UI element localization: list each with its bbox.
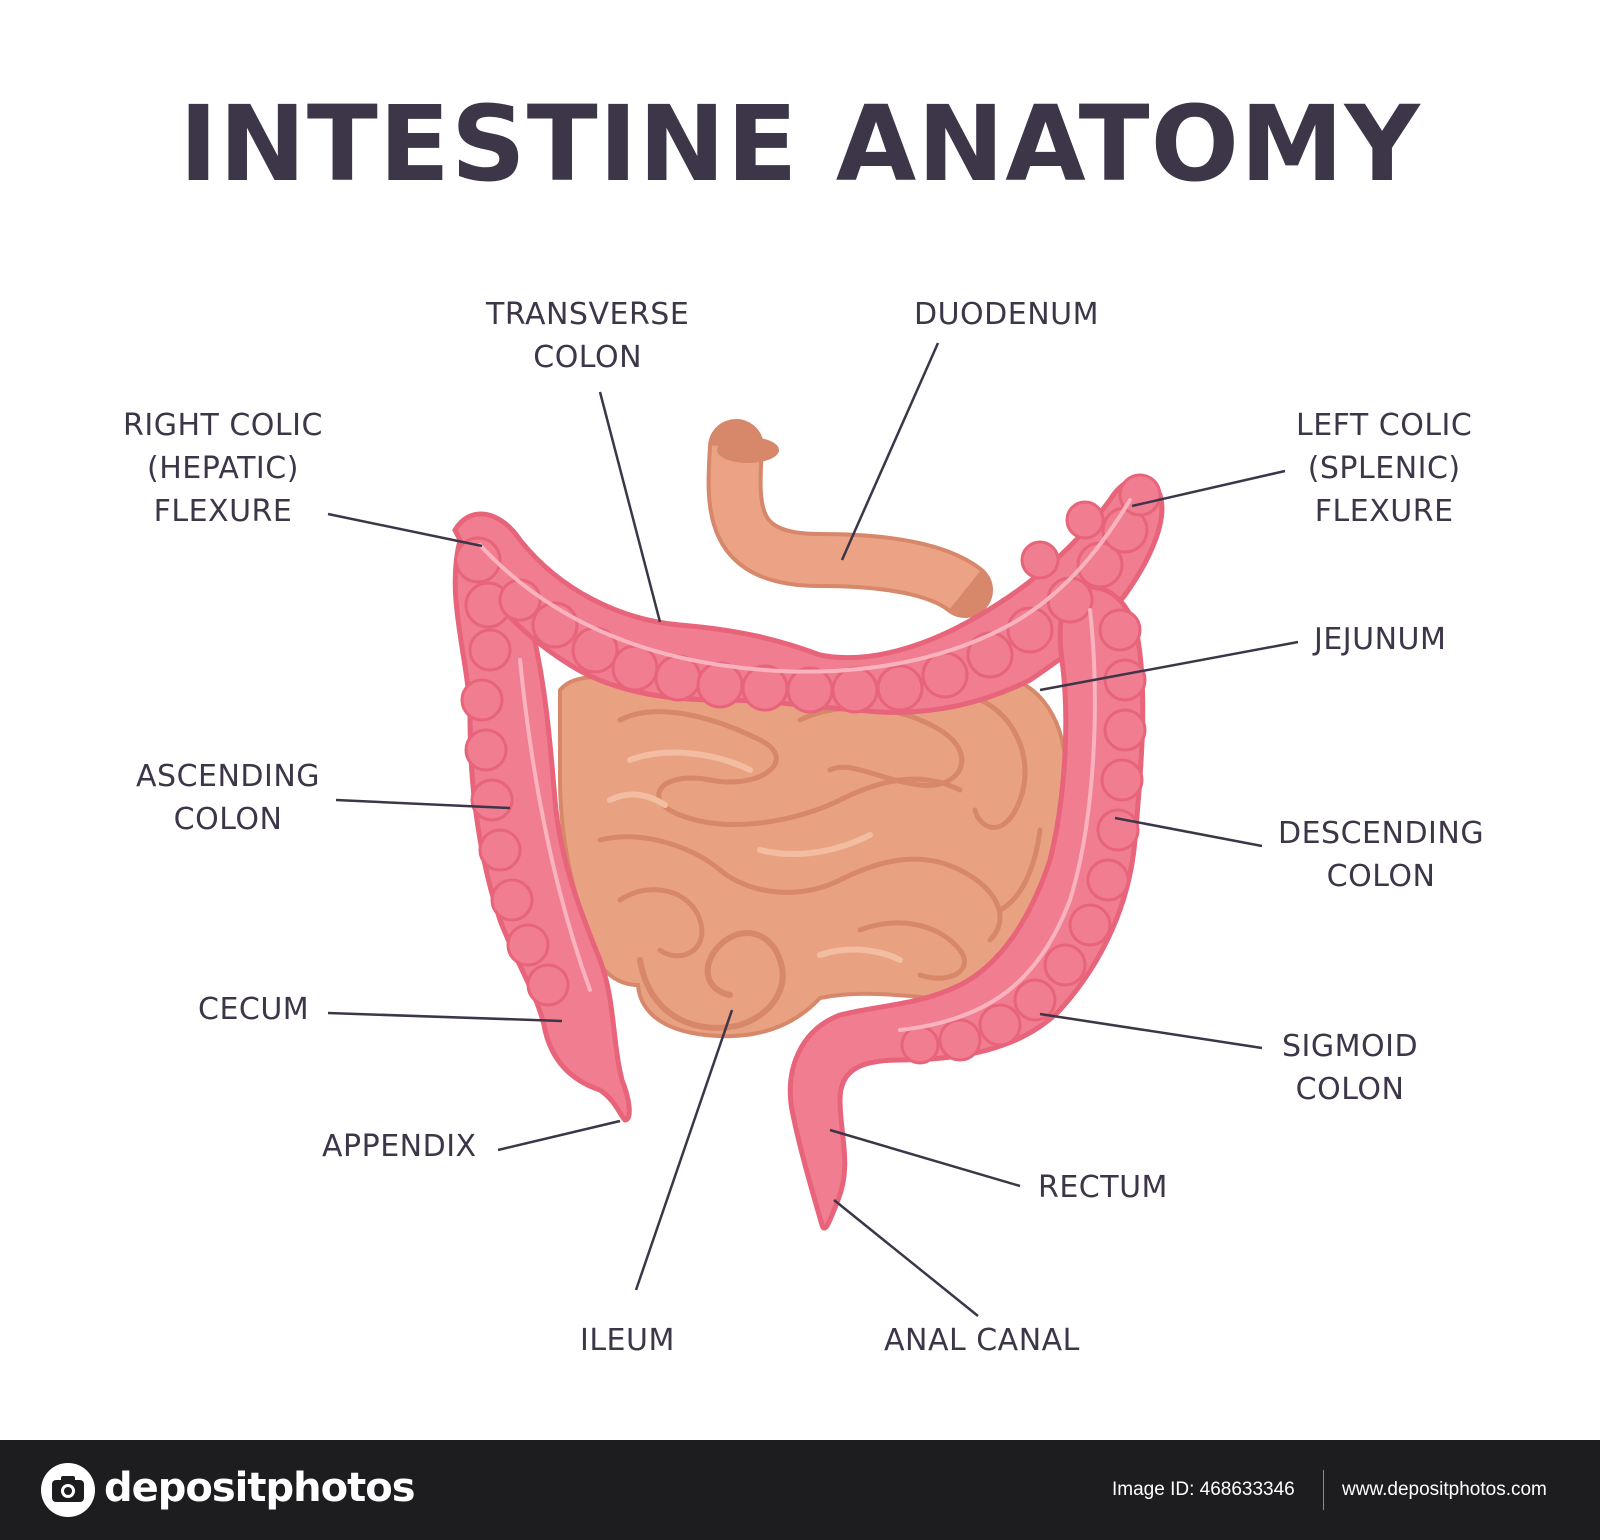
label-transverse-colon: TRANSVERSE COLON bbox=[486, 297, 690, 375]
duodenum-opening bbox=[717, 437, 779, 463]
leader-transverse-colon bbox=[598, 391, 662, 623]
label-appendix: APPENDIX bbox=[322, 1129, 477, 1164]
leader-lines bbox=[327, 342, 1299, 1317]
page-title: INTESTINE ANATOMY bbox=[179, 83, 1421, 205]
label-ileum: ILEUM bbox=[580, 1323, 675, 1358]
footer-divider bbox=[1323, 1470, 1324, 1510]
leader-duodenum bbox=[840, 342, 940, 561]
label-ascending-colon: ASCENDING COLON bbox=[136, 759, 321, 837]
label-descending-colon: DESCENDING COLON bbox=[1278, 816, 1485, 894]
duodenum bbox=[706, 419, 993, 618]
leader-rectum bbox=[829, 1128, 1021, 1188]
loop-5 bbox=[972, 697, 1043, 913]
leader-anal-canal bbox=[833, 1199, 979, 1317]
large-intestine bbox=[452, 473, 1165, 1231]
intestine-diagram bbox=[327, 342, 1299, 1317]
leader-sigmoid-colon bbox=[1039, 1012, 1263, 1050]
leader-jejunum bbox=[1039, 640, 1299, 692]
label-jejunum: JEJUNUM bbox=[1314, 622, 1447, 657]
ileum-loop bbox=[637, 930, 786, 1031]
label-anal-canal: ANAL CANAL bbox=[884, 1323, 1080, 1358]
label-sigmoid-colon: SIGMOID COLON bbox=[1282, 1029, 1419, 1107]
loop-4 bbox=[617, 887, 967, 981]
leader-right-colic-flexure bbox=[327, 512, 483, 548]
footer-bar: depositphotos Image ID: 468633346 www.de… bbox=[0, 1440, 1600, 1540]
brand-logo-text: depositphotos bbox=[104, 1465, 416, 1511]
leader-left-colic-flexure bbox=[1131, 469, 1286, 508]
label-cecum: CECUM bbox=[198, 992, 310, 1027]
leader-cecum bbox=[327, 1011, 563, 1023]
leader-ascending-colon bbox=[335, 798, 511, 810]
camera-icon bbox=[41, 1463, 95, 1517]
leader-ileum bbox=[634, 1009, 734, 1291]
image-id: Image ID: 468633346 bbox=[1112, 1479, 1295, 1500]
label-left-colic-flexure: LEFT COLIC (SPLENIC) FLEXURE bbox=[1296, 408, 1473, 529]
duodenum-tube-fill bbox=[710, 445, 980, 610]
taenia-lines bbox=[478, 498, 1132, 1032]
haustra bbox=[454, 473, 1162, 1065]
label-duodenum: DUODENUM bbox=[914, 297, 1100, 332]
leader-appendix bbox=[497, 1119, 621, 1152]
label-right-colic-flexure: RIGHT COLIC (HEPATIC) FLEXURE bbox=[123, 408, 323, 529]
label-rectum: RECTUM bbox=[1038, 1170, 1168, 1205]
leader-descending-colon bbox=[1114, 816, 1263, 848]
loop-highlights bbox=[607, 749, 903, 963]
loop-3 bbox=[597, 834, 1003, 943]
loop-1 bbox=[617, 709, 963, 827]
website-link[interactable]: www.depositphotos.com bbox=[1342, 1479, 1547, 1500]
